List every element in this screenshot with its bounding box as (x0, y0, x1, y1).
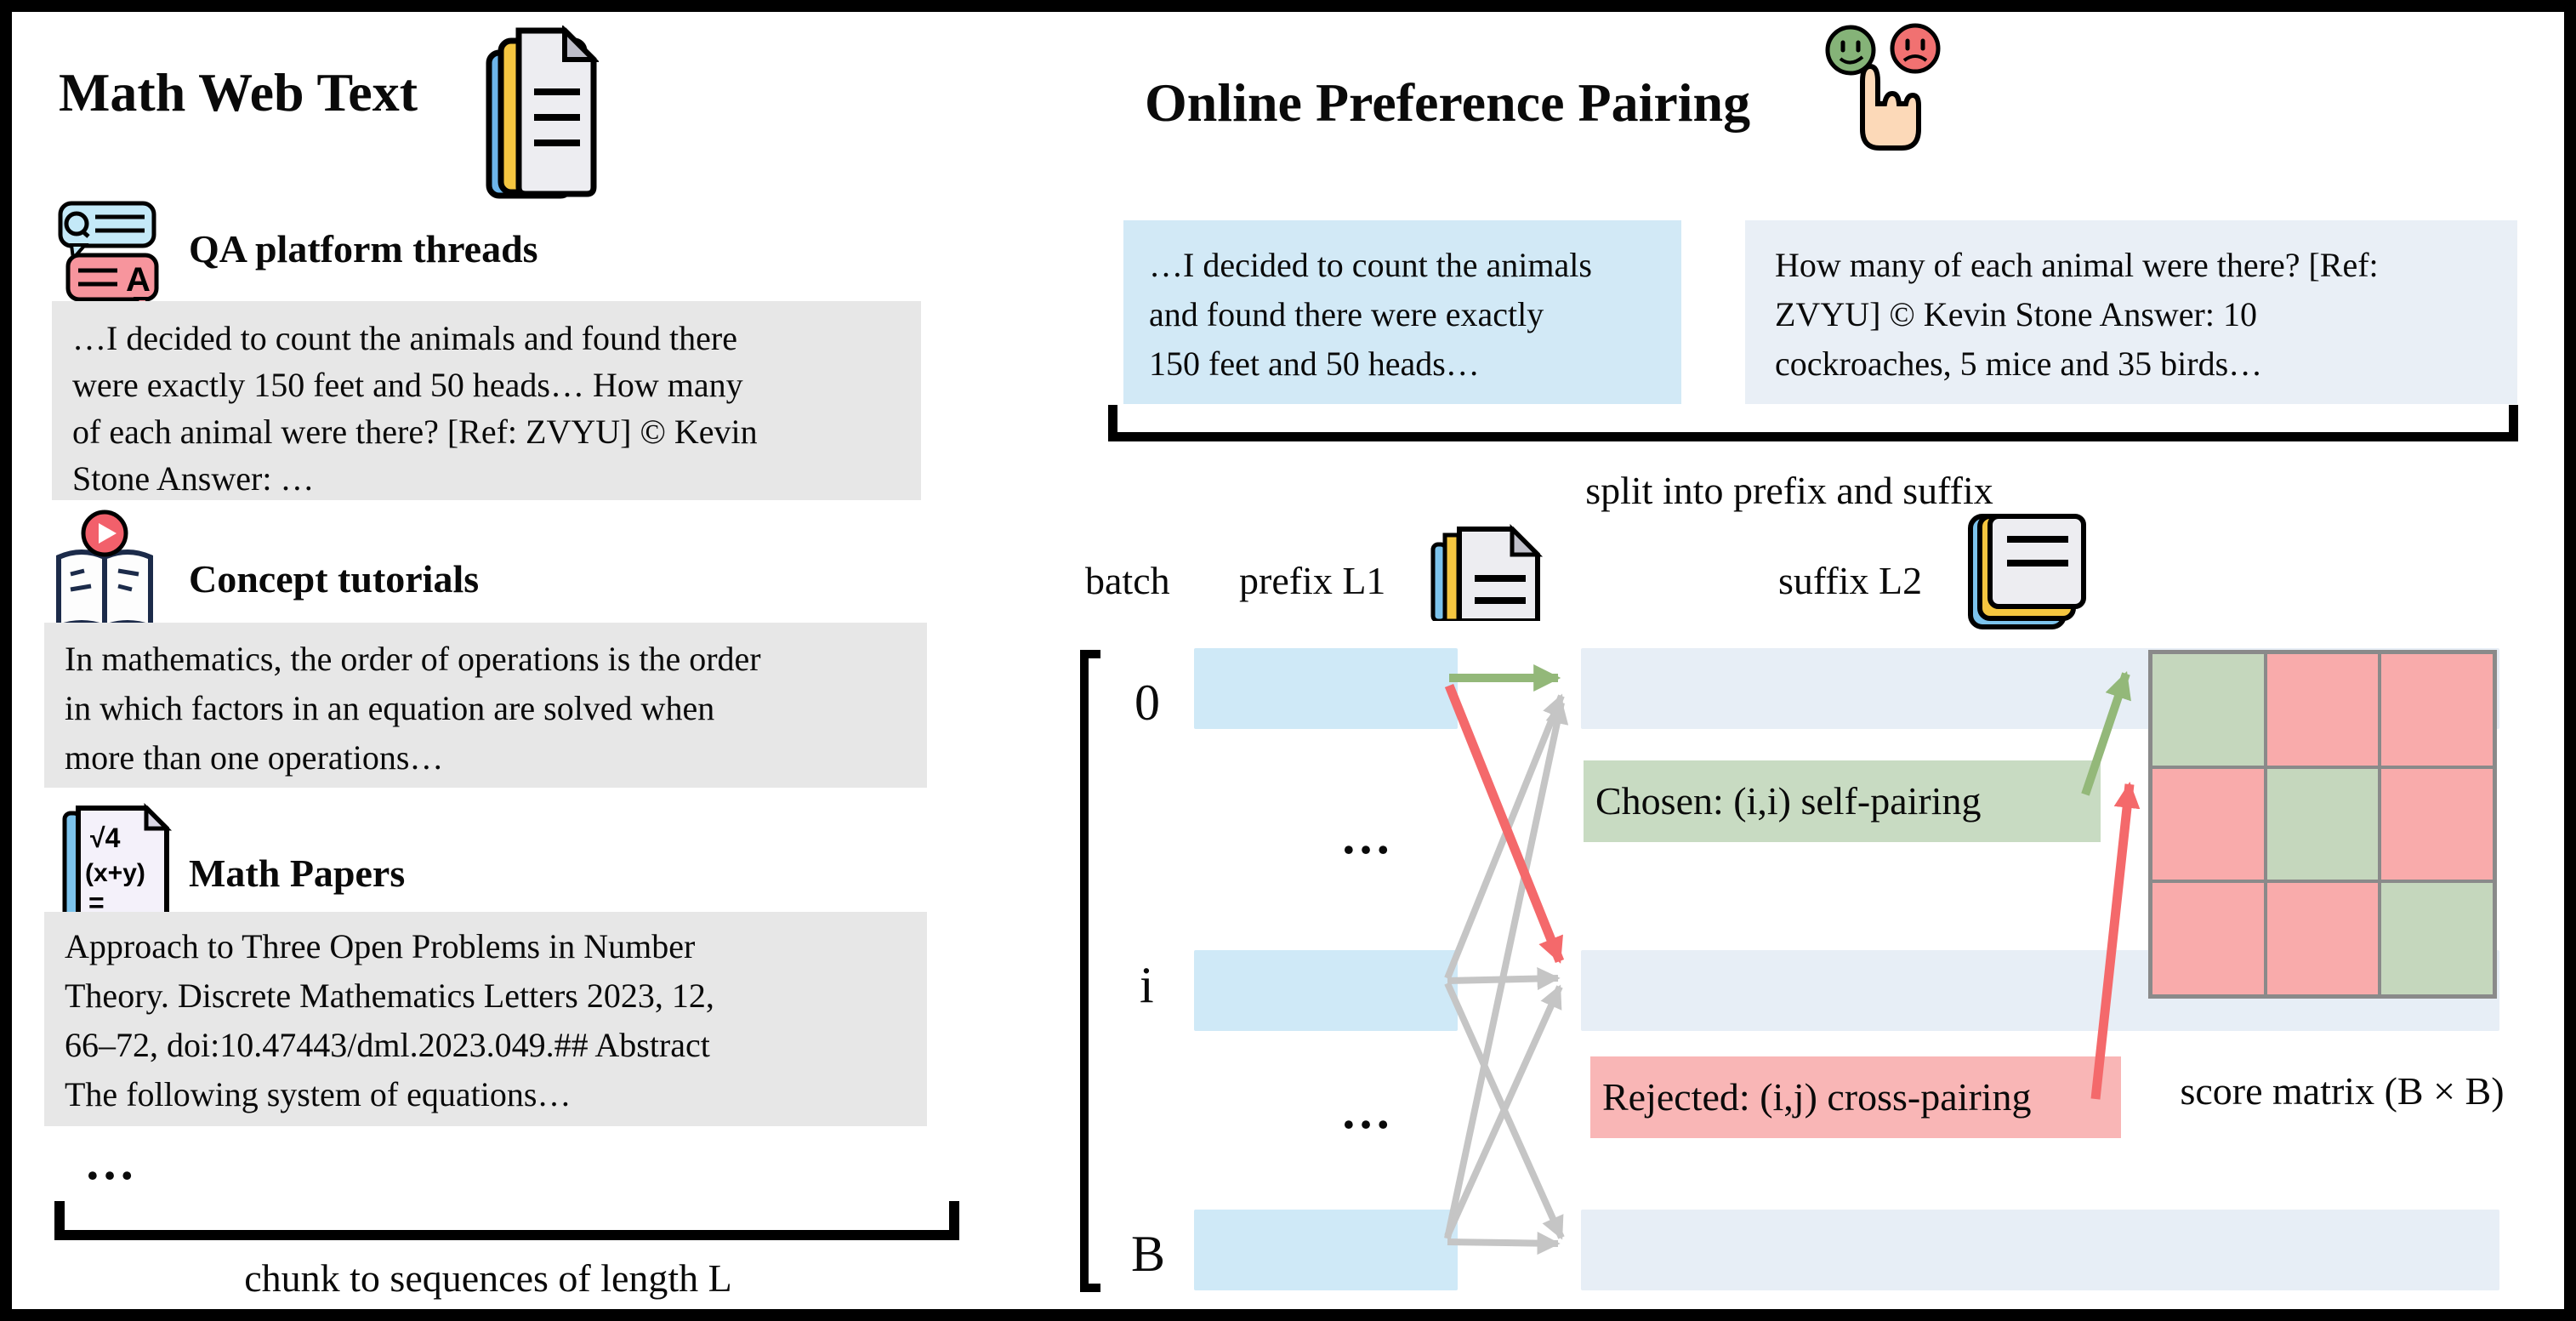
example-line: and found there were exactly (1149, 295, 1544, 333)
rejected-pair-arrow (1444, 683, 1565, 964)
prefix-document-icon (1430, 521, 1550, 623)
matrix-cell-1-2 (2380, 766, 2494, 882)
svg-text:=: = (88, 887, 105, 918)
section-heading-papers: Math Papers (189, 851, 406, 895)
gray-cross-arrows (1444, 693, 1569, 1256)
split-brace (1108, 405, 2518, 441)
tutorial-sample-text-box: In mathematics, the order of operations … (44, 623, 927, 788)
svg-text:√4: √4 (90, 823, 121, 853)
sample-line: Stone Answer: … (72, 459, 315, 498)
example-line: 150 feet and 50 heads… (1149, 344, 1480, 383)
left-ellipsis: … (84, 1134, 140, 1190)
matrix-cell-0-2 (2380, 652, 2494, 767)
matrix-cell-2-1 (2265, 881, 2380, 996)
example-line: ZVYU] © Kevin Stone Answer: 10 (1775, 295, 2257, 333)
chunk-caption: chunk to sequences of length L (244, 1256, 732, 1300)
suffix-seq-row-B (1581, 1210, 2499, 1290)
example-line: …I decided to count the animals (1149, 246, 1592, 284)
sample-line: more than one operations… (65, 738, 444, 777)
batch-dots-lower: … (1340, 1083, 1396, 1139)
prefix-example-box: …I decided to count the animals and foun… (1123, 220, 1681, 404)
sample-line: in which factors in an equation are solv… (65, 689, 715, 727)
sample-line: of each animal were there? [Ref: ZVYU] ©… (72, 413, 758, 451)
example-line: How many of each animal were there? [Ref… (1775, 246, 2379, 284)
chosen-label: Chosen: (i,i) self-pairing (1584, 760, 2101, 842)
matrix-cell-0-1 (2265, 652, 2380, 767)
row-label-B: B (1131, 1226, 1166, 1282)
tutorial-book-icon (50, 508, 164, 648)
rejected-label: Rejected: (i,j) cross-pairing (1590, 1056, 2121, 1138)
row-label-i: i (1140, 957, 1154, 1013)
matrix-cell-1-0 (2151, 766, 2266, 882)
prefix-seq-row-0 (1194, 648, 1458, 729)
qa-sample-text-box: …I decided to count the animals and foun… (52, 301, 921, 500)
sample-line: were exactly 150 feet and 50 heads… How … (72, 366, 743, 404)
sample-line: Theory. Discrete Mathematics Letters 202… (65, 977, 714, 1015)
sample-line: The following system of equations… (65, 1075, 571, 1113)
example-line: cockroaches, 5 mice and 35 birds… (1775, 344, 2263, 383)
suffix-documents-icon (1968, 514, 2087, 631)
sample-line: Approach to Three Open Problems in Numbe… (65, 927, 696, 965)
svg-text:A: A (126, 261, 151, 299)
batch-bracket (1080, 650, 1100, 1292)
left-panel-title: Math Web Text (59, 62, 418, 122)
chunk-brace (54, 1201, 959, 1240)
sample-line: In mathematics, the order of operations … (65, 640, 761, 678)
suffix-example-box: How many of each animal were there? [Ref… (1745, 220, 2517, 404)
matrix-cell-0-0 (2151, 652, 2266, 767)
batch-label: batch (1085, 559, 1170, 602)
batch-dots-upper: … (1340, 808, 1396, 864)
prefix-label: prefix L1 (1239, 559, 1386, 602)
svg-text:(x+y): (x+y) (85, 859, 145, 887)
matrix-cell-2-0 (2151, 881, 2266, 996)
split-caption: split into prefix and suffix (1585, 469, 1993, 512)
score-matrix (2148, 650, 2497, 999)
stacked-documents-icon (485, 24, 600, 202)
score-matrix-caption: score matrix (B × B) (2180, 1069, 2505, 1113)
qa-bubbles-icon: A (58, 201, 160, 320)
rejected-to-matrix-arrow (2090, 781, 2141, 1100)
section-heading-qa: QA platform threads (189, 227, 538, 270)
right-panel-title: Online Preference Pairing (1145, 72, 1751, 133)
section-heading-tutorials: Concept tutorials (189, 557, 480, 601)
matrix-cell-2-2 (2380, 881, 2494, 996)
prefix-seq-row-i (1194, 950, 1458, 1031)
prefix-seq-row-B (1194, 1210, 1458, 1290)
preference-hand-icon (1823, 22, 1947, 154)
suffix-label: suffix L2 (1778, 559, 1923, 602)
paper-sample-text-box: Approach to Three Open Problems in Numbe… (44, 912, 927, 1126)
sample-line: 66–72, doi:10.47443/dml.2023.049.## Abst… (65, 1026, 710, 1064)
matrix-cell-1-1 (2265, 766, 2380, 882)
row-label-0: 0 (1134, 675, 1160, 731)
sample-line: …I decided to count the animals and foun… (72, 319, 737, 357)
